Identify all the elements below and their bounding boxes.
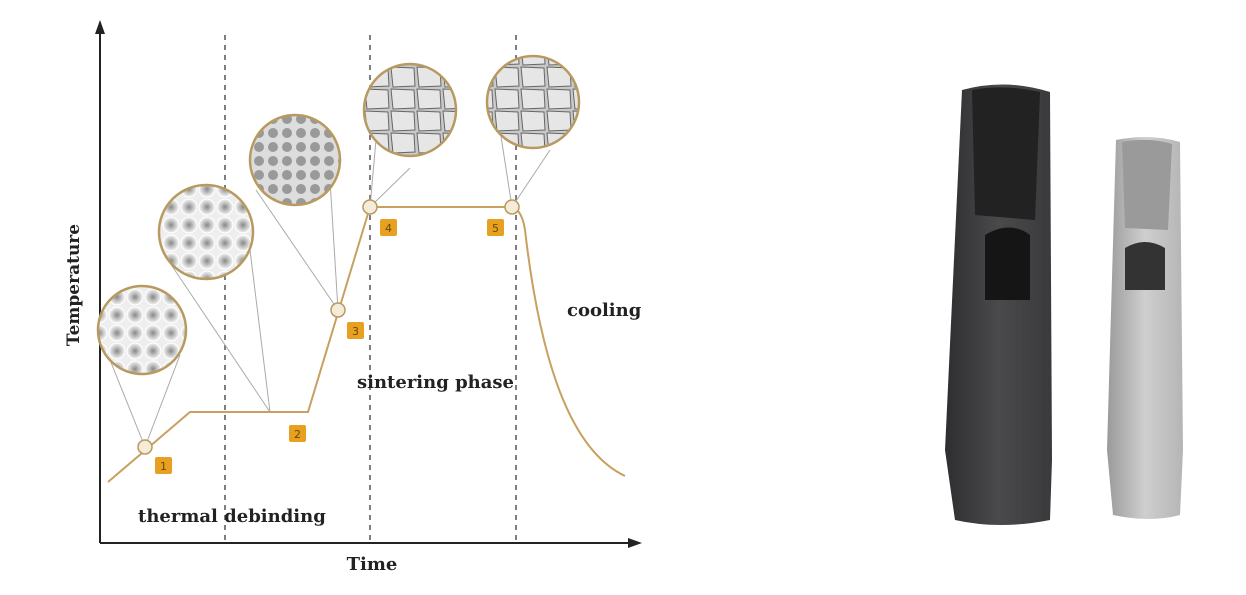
microstructure-4	[362, 62, 458, 158]
dark-mouthpiece	[945, 84, 1052, 525]
step-marker-1: 1	[155, 457, 172, 474]
step-marker-5: 5	[487, 219, 504, 236]
light-mouthpiece	[1107, 136, 1183, 519]
microstructure-2	[157, 183, 255, 281]
svg-text:3: 3	[352, 325, 359, 338]
microstructure-5	[485, 54, 581, 150]
svg-text:5: 5	[492, 222, 499, 235]
step-marker-4: 4	[380, 219, 397, 236]
step-markers: 1 2 3 4 5	[155, 219, 504, 474]
zoom-lines	[107, 129, 551, 448]
step-marker-3: 3	[347, 322, 364, 339]
y-axis-arrow	[95, 20, 105, 34]
microstructure-3	[248, 113, 342, 207]
phase-label-debinding: thermal debinding	[138, 506, 326, 527]
x-axis-label: Time	[347, 554, 398, 575]
phase-label-sintering: sintering phase	[357, 372, 514, 393]
svg-text:1: 1	[160, 460, 167, 473]
microstructure-1	[96, 284, 188, 376]
phase-label-cooling: cooling	[567, 300, 642, 321]
y-axis-label: Temperature	[64, 224, 84, 346]
svg-text:4: 4	[385, 222, 392, 235]
x-axis-arrow	[628, 538, 642, 548]
step-marker-2: 2	[289, 425, 306, 442]
svg-text:2: 2	[294, 428, 301, 441]
